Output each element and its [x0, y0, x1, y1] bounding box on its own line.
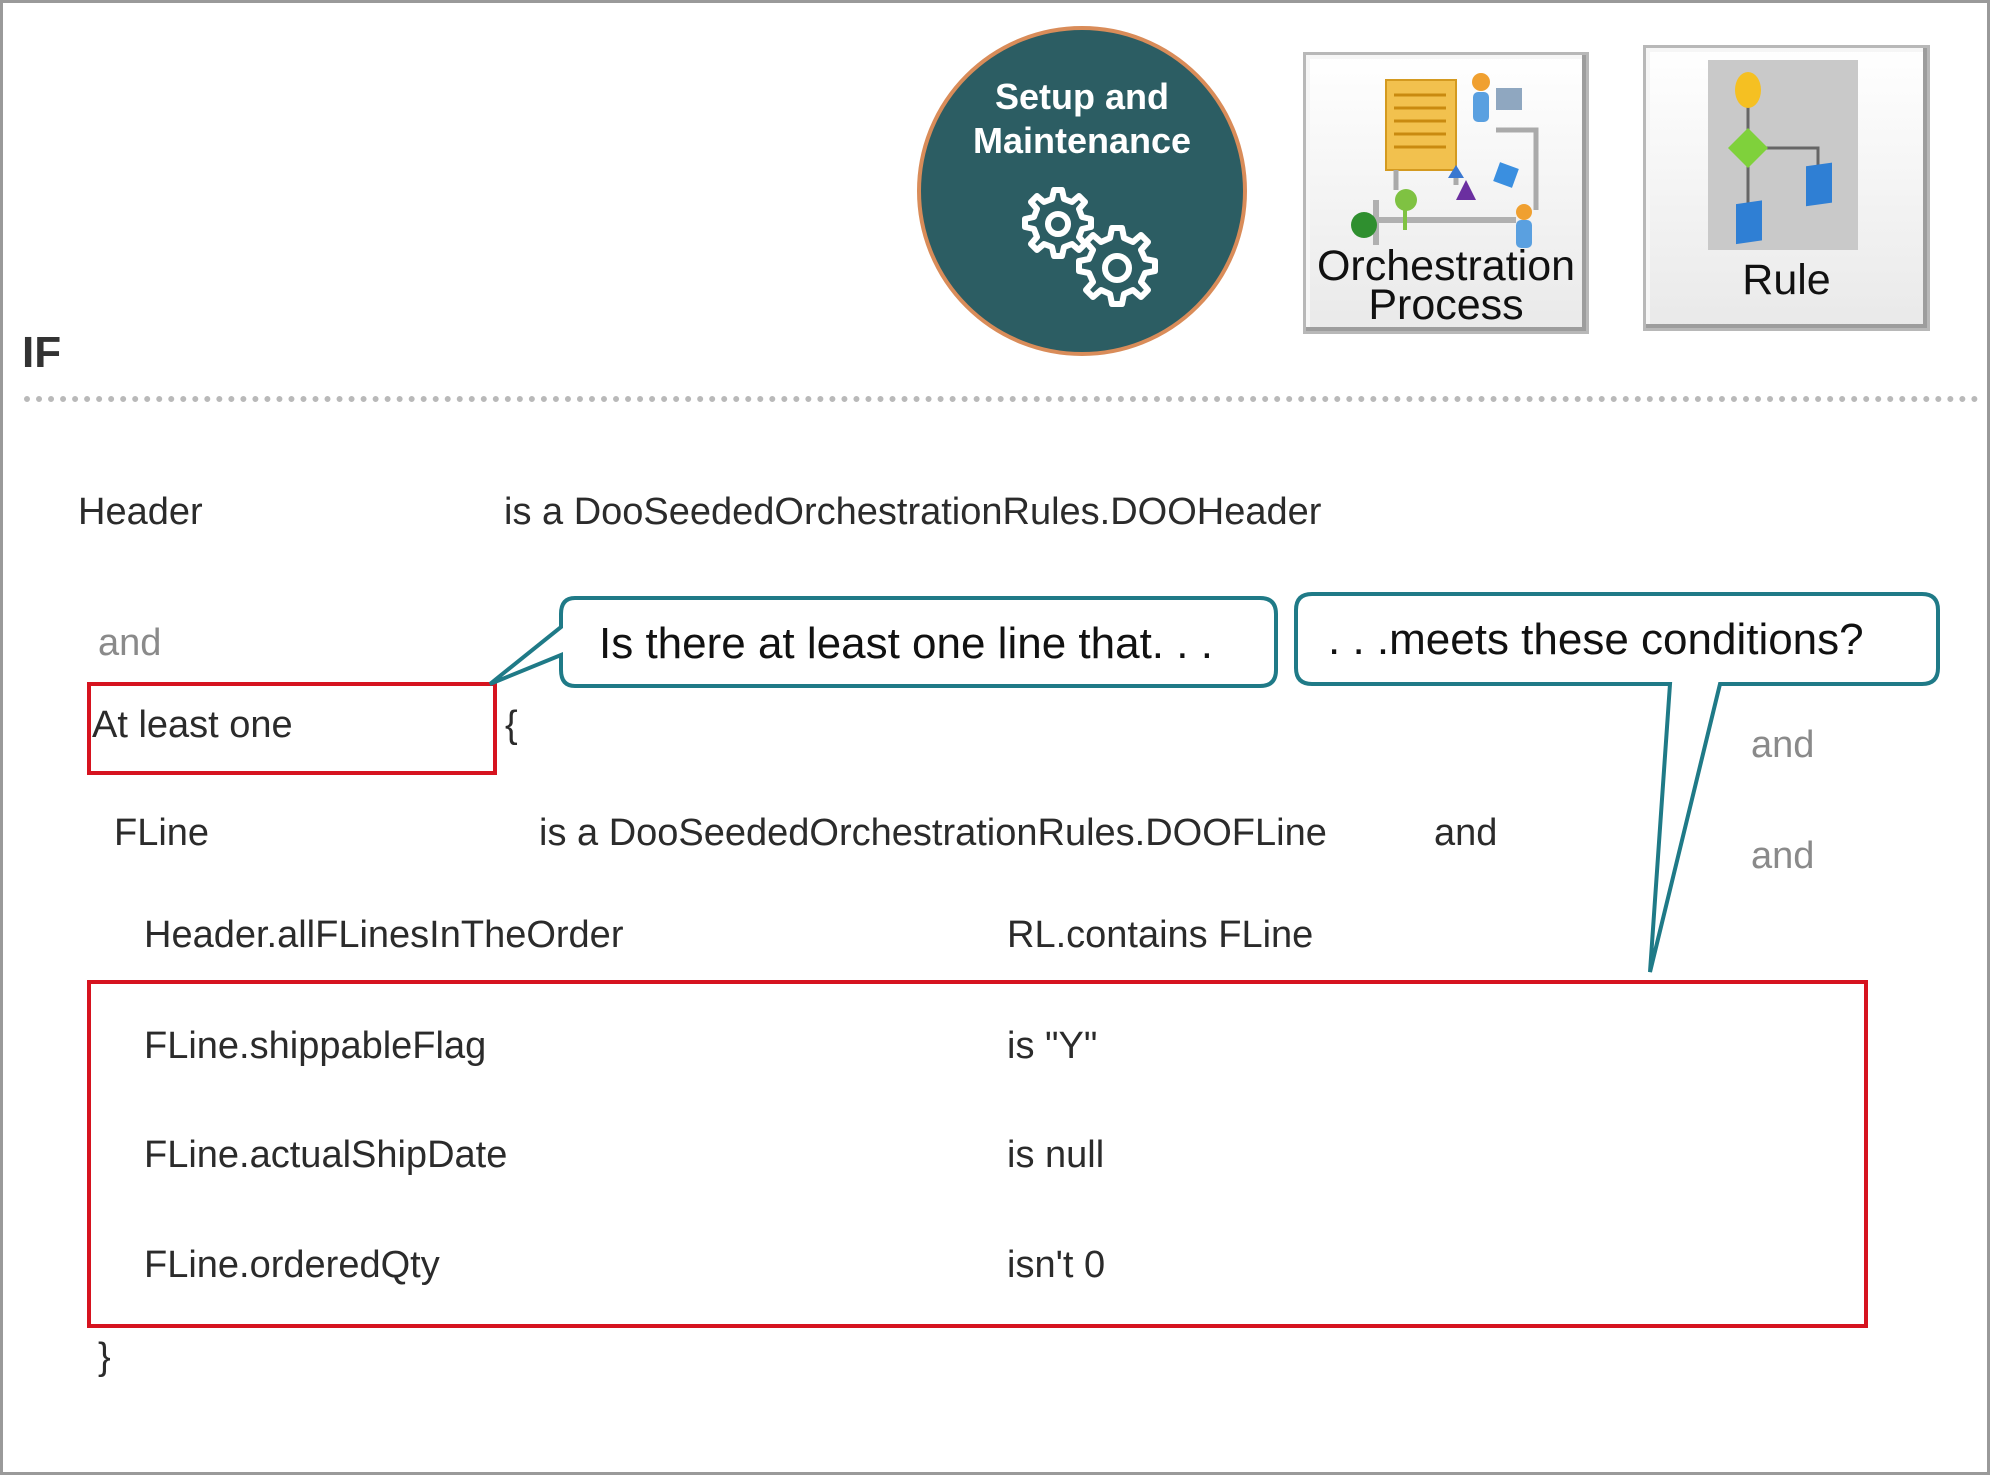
- condition-right: isn't 0: [1007, 1244, 1106, 1286]
- close-brace: }: [98, 1336, 111, 1378]
- right-and-1: and: [1751, 724, 1815, 766]
- process-diagram-icon: [1351, 73, 1539, 248]
- condition-left: Header.allFLinesInTheOrder: [144, 914, 624, 956]
- at-least-one-highlight: [87, 682, 497, 775]
- left-callout-bubble: [488, 596, 1278, 688]
- left-callout-text: Is there at least one line that. . .: [599, 619, 1213, 668]
- right-callout-text: . . .meets these conditions?: [1328, 615, 1864, 664]
- header-variable: Header: [78, 491, 203, 533]
- setup-title: Setup and Maintenance: [972, 76, 1192, 161]
- and-label: and: [98, 622, 162, 664]
- condition-right: RL.contains FLine: [1007, 914, 1314, 956]
- orchestration-process-tile[interactable]: Orchestration Process: [1303, 52, 1589, 334]
- fline-type: is a DooSeededOrchestrationRules.DOOFLin…: [539, 812, 1327, 854]
- fline-and: and: [1434, 812, 1498, 854]
- open-brace: {: [505, 704, 518, 746]
- condition-left: FLine.orderedQty: [144, 1244, 440, 1286]
- fline-variable: FLine: [114, 812, 210, 854]
- at-least-one-text: At least one: [92, 704, 293, 746]
- conditions-highlight: [87, 980, 1868, 1328]
- header-type: is a DooSeededOrchestrationRules.DOOHead…: [504, 491, 1322, 533]
- rule-tile[interactable]: Rule: [1643, 45, 1930, 331]
- condition-left: FLine.shippableFlag: [144, 1025, 487, 1067]
- rule-flow-icon: [1708, 60, 1858, 250]
- orchestration-process-label: Orchestration Process: [1316, 242, 1576, 329]
- condition-right: is null: [1007, 1134, 1105, 1176]
- rule-label: Rule: [1742, 256, 1831, 304]
- dotted-separator: [24, 396, 1979, 402]
- condition-right: is "Y": [1007, 1025, 1098, 1067]
- condition-left: FLine.actualShipDate: [144, 1134, 508, 1176]
- gears-icon: [1022, 187, 1158, 307]
- if-label: IF: [22, 328, 62, 377]
- right-callout-bubble: [1294, 592, 1940, 973]
- right-and-2: and: [1751, 835, 1815, 877]
- setup-and-maintenance-icon[interactable]: Setup and Maintenance: [917, 26, 1247, 356]
